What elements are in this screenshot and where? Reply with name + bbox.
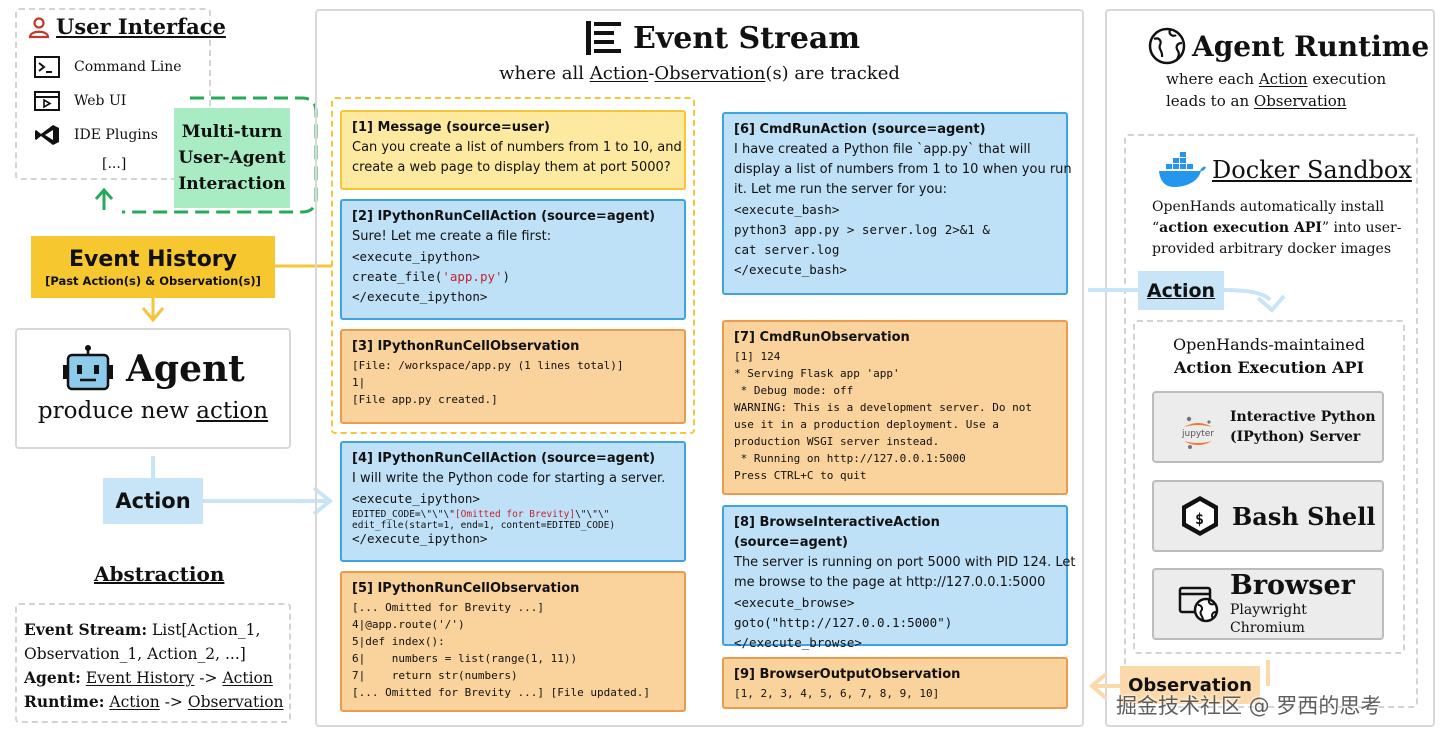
- docker-sandbox-header: Docker Sandbox: [1158, 152, 1412, 188]
- vscode-icon: [35, 125, 59, 145]
- event-3-ipython-observation[interactable]: [3] IPythonRunCellObservation [File: /wo…: [340, 329, 686, 424]
- action-execution-api-panel: [1133, 320, 1405, 654]
- stream-list-icon: [586, 21, 621, 55]
- agent-subtitle: produce new action: [37, 398, 269, 424]
- agent-header: Agent: [62, 345, 245, 393]
- runtime-action-pill: Action: [1138, 271, 1224, 310]
- event-stream-subtitle: where all Action-Observation(s) are trac…: [499, 63, 900, 84]
- web-ui-icon: [34, 91, 60, 111]
- event-stream-panel: [315, 9, 1084, 727]
- event-7-cmd-run-observation[interactable]: [7] CmdRunObservation [1] 124 * Serving …: [722, 320, 1068, 495]
- agent-box: [15, 328, 291, 449]
- user-icon: [28, 16, 50, 38]
- browser-globe-icon: [1178, 586, 1219, 623]
- jupyter-logo-icon: jupyter: [1168, 415, 1228, 449]
- agent-runtime-subtitle: where each Action execution leads to an …: [1166, 70, 1387, 110]
- event-4-ipython-action[interactable]: [4] IPythonRunCellAction (source=agent) …: [340, 441, 686, 562]
- action-execution-api-title: OpenHands-maintained Action Execution AP…: [1172, 335, 1366, 377]
- event-history-box: Event History [Past Action(s) & Observat…: [31, 236, 275, 298]
- observation-pill: Observation: [1120, 666, 1260, 704]
- docker-sandbox-panel: [1124, 134, 1418, 708]
- docker-whale-icon: [1159, 152, 1206, 187]
- ipython-server-service[interactable]: jupyter Interactive Python (IPython) Ser…: [1152, 391, 1384, 463]
- svg-text:$: $: [1195, 510, 1204, 528]
- globe-icon: [1148, 27, 1186, 65]
- user-interface-title: User Interface: [56, 14, 226, 39]
- bash-shell-service[interactable]: $ Bash Shell: [1152, 480, 1384, 552]
- agent-runtime-header: Agent Runtime: [1148, 27, 1429, 65]
- abstraction-text: Event Stream: List[Action_1, Observation…: [24, 620, 284, 711]
- robot-icon: [63, 345, 113, 391]
- event-history-title: Event History: [69, 246, 237, 272]
- event-8-browse-action[interactable]: [8] BrowseInteractiveAction (source=agen…: [722, 505, 1075, 650]
- ui-item-label: Command Line: [74, 59, 182, 75]
- ui-item-command-line[interactable]: Command Line: [34, 50, 182, 84]
- agent-runtime-panel: [1105, 9, 1435, 727]
- browser-sublabel: Playwright Chromium: [1230, 602, 1307, 636]
- event-1-message[interactable]: [1] Message (source=user) Can you create…: [340, 110, 686, 190]
- bash-shell-label: Bash Shell: [1232, 501, 1376, 531]
- agent-runtime-title: Agent Runtime: [1192, 29, 1430, 63]
- user-interface-panel: [15, 8, 211, 180]
- ui-item-more: [...]: [102, 156, 127, 172]
- user-interface-list: Command Line Web UI IDE Plugins [...]: [34, 50, 182, 176]
- agent-action-link: action: [196, 398, 269, 424]
- watermark: 掘金技术社区 @ 罗西的思考: [1116, 694, 1382, 718]
- ui-item-web-ui[interactable]: Web UI: [34, 84, 182, 118]
- ipython-server-label: Interactive Python (IPython) Server: [1230, 409, 1376, 445]
- multi-turn-line: Multi-turn: [181, 122, 283, 142]
- browser-label: Browser: [1230, 570, 1355, 601]
- event-history-subtitle: [Past Action(s) & Observation(s)]: [45, 273, 261, 288]
- agent-title: Agent: [126, 348, 245, 390]
- browser-label-group: Browser Playwright Chromium: [1230, 571, 1382, 637]
- terminal-icon: [34, 56, 60, 78]
- docker-sandbox-desc: OpenHands automatically install “action …: [1152, 199, 1402, 257]
- event-5-ipython-observation[interactable]: [5] IPythonRunCellObservation [... Omitt…: [340, 571, 686, 712]
- abstraction-title: Abstraction: [94, 562, 225, 586]
- abstraction-box: [15, 603, 291, 723]
- event-9-browser-output[interactable]: [9] BrowserOutputObservation [1, 2, 3, 4…: [722, 657, 1068, 709]
- browser-service[interactable]: Browser Playwright Chromium: [1152, 568, 1384, 640]
- user-interface-header: User Interface: [28, 14, 226, 39]
- multi-turn-line: Interaction: [178, 174, 286, 194]
- event-history-group: [331, 97, 695, 434]
- multi-turn-box: Multi-turn User-Agent Interaction: [174, 108, 290, 208]
- jupyter-orbit-icon: [1184, 416, 1212, 449]
- event-stream-title: Event Stream: [633, 20, 861, 56]
- event-stream-header: Event Stream: [585, 20, 860, 56]
- bash-shell-icon: $: [1182, 496, 1218, 536]
- ui-item-label: Web UI: [74, 93, 127, 109]
- agent-action-pill: Action: [103, 478, 203, 524]
- multi-turn-line: User-Agent: [178, 148, 286, 168]
- event-2-ipython-action[interactable]: [2] IPythonRunCellAction (source=agent) …: [340, 199, 686, 320]
- event-6-cmd-run-action[interactable]: [6] CmdRunAction (source=agent) I have c…: [722, 112, 1072, 295]
- ui-item-label: IDE Plugins: [74, 127, 158, 143]
- docker-sandbox-title: Docker Sandbox: [1212, 156, 1412, 184]
- ui-item-ide-plugins[interactable]: IDE Plugins: [34, 118, 182, 152]
